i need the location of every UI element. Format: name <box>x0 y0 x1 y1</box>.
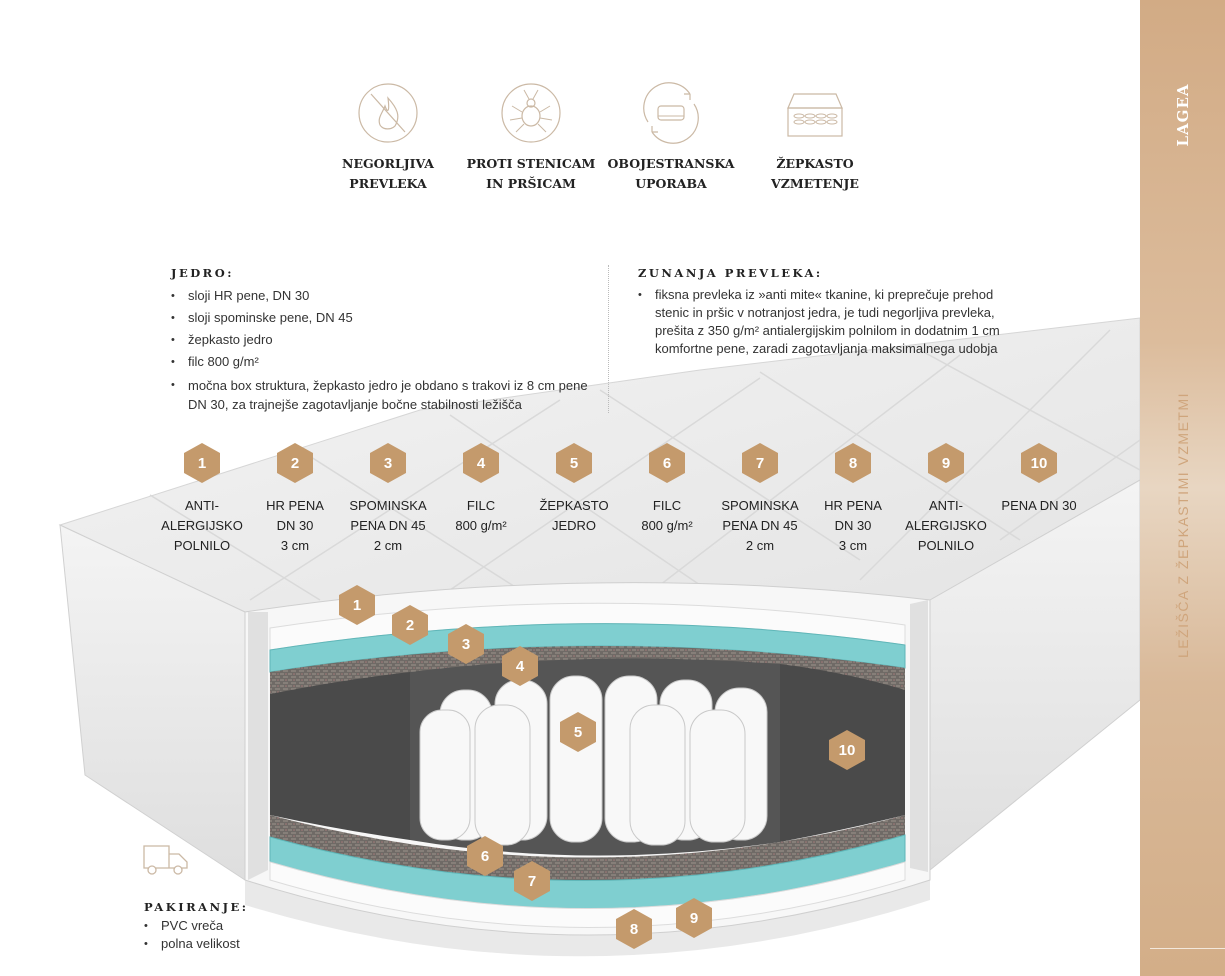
layer-label-line: 2 cm <box>373 538 403 553</box>
cutaway-layer-badge: 10 <box>829 730 865 770</box>
core-item: močna box struktura, žepkasto jedro je o… <box>171 376 601 414</box>
layer-label-line: DN 30 <box>834 518 872 533</box>
layer-label-line: PENA DN 45 <box>350 518 426 533</box>
core-item: sloji HR pene, DN 30 <box>171 285 601 307</box>
sidebar-rule <box>1150 948 1225 949</box>
layer-label: FILC 800 g/m² <box>617 496 717 536</box>
layer-label-line: ANTI- <box>929 498 963 513</box>
layer-label-line: JEDRO <box>551 518 597 533</box>
layer-label: PENA DN 30 <box>989 496 1089 516</box>
feature-anti-mite: PROTI STENICAM IN PRŠICAM <box>456 82 606 194</box>
packaging-item: polna velikost <box>144 935 344 953</box>
packaging-section: PAKIRANJE: PVC vreča polna velikost <box>144 900 344 953</box>
layer-label-line: ŽEPKASTO <box>539 498 609 513</box>
sidebar: LAGEA LEŽIŠČA Z ŽEPKASTIMI VZMETMI <box>1140 0 1225 976</box>
layer-foam-box-left <box>270 672 410 840</box>
cutaway-layer-badge: 8 <box>616 909 652 949</box>
layer-label-line: POLNILO <box>173 538 231 553</box>
layer-label: SPOMINSKA PENA DN 45 2 cm <box>338 496 438 556</box>
layer-label-line: FILC <box>466 498 496 513</box>
feature-label: ŽEPKASTO VZMETENJE <box>740 154 890 194</box>
feature-two-sided: OBOJESTRANSKA UPORABA <box>596 82 746 194</box>
cutaway-layer-badge: 4 <box>502 646 538 686</box>
feature-label-line: UPORABA <box>635 176 707 191</box>
layer-label-line: FILC <box>652 498 682 513</box>
feature-fire-resistant: NEGORLJIVA PREVLEKA <box>313 82 463 194</box>
section-title: LEŽIŠČA Z ŽEPKASTIMI VZMETMI <box>1175 391 1191 659</box>
layer-label-line: SPOMINSKA <box>721 498 799 513</box>
feature-label-line: ŽEPKASTO <box>776 156 854 171</box>
core-section: JEDRO: sloji HR pene, DN 30 sloji spomin… <box>171 266 601 414</box>
packaging-item: PVC vreča <box>144 917 344 935</box>
feature-pocket-springs: ŽEPKASTO VZMETENJE <box>740 82 890 194</box>
layer-label-line: POLNILO <box>917 538 975 553</box>
cutaway-layer-badge: 6 <box>467 836 503 876</box>
cover-item: fiksna prevleka iz »anti mite« tkanine, … <box>638 286 1028 358</box>
core-heading: JEDRO: <box>171 266 234 280</box>
cover-section: ZUNANJA PREVLEKA: fiksna prevleka iz »an… <box>638 266 1028 358</box>
pocket-springs-icon <box>787 93 843 137</box>
cutaway-layer-badge: 5 <box>560 712 596 752</box>
layer-label: ANTI- ALERGIJSKO POLNILO <box>152 496 252 556</box>
layer-label: HR PENA DN 30 3 cm <box>803 496 903 556</box>
layer-label-line: 800 g/m² <box>455 518 507 533</box>
mattress-front-bottom <box>245 870 930 957</box>
layer-label-line: 3 cm <box>280 538 310 553</box>
cutaway-layer-badge: 1 <box>339 585 375 625</box>
layer-label-line: DN 30 <box>276 518 314 533</box>
layer-label-line: PENA DN 30 <box>1001 498 1077 513</box>
cutaway-layer-badge: 3 <box>448 624 484 664</box>
cutaway-layer-badge: 2 <box>392 605 428 645</box>
feature-label-line: PROTI STENICAM <box>466 156 596 171</box>
layer-felt-top <box>270 645 905 694</box>
layer-label-line: SPOMINSKA <box>349 498 427 513</box>
core-item: sloji spominske pene, DN 45 <box>171 307 601 329</box>
feature-label: OBOJESTRANSKA UPORABA <box>596 154 746 194</box>
layer-label: FILC 800 g/m² <box>431 496 531 536</box>
packaging-heading: PAKIRANJE: <box>144 900 249 914</box>
section-divider <box>608 265 609 413</box>
layer-label-line: ALERGIJSKO <box>905 518 987 533</box>
brand-logo: LAGEA <box>1174 83 1192 147</box>
layer-label-line: HR PENA <box>824 498 882 513</box>
feature-label-line: VZMETENJE <box>771 176 859 191</box>
layer-label-line: ANTI- <box>185 498 219 513</box>
anti-mite-icon <box>501 83 561 143</box>
quilting-seams <box>149 329 1140 601</box>
layer-label-line: ALERGIJSKO <box>161 518 243 533</box>
feature-label-line: NEGORLJIVA <box>342 156 434 171</box>
feature-label-line: OBOJESTRANSKA <box>607 156 735 171</box>
layer-label-line: HR PENA <box>266 498 324 513</box>
layer-hr-foam-bottom <box>269 861 906 928</box>
core-item: žepkasto jedro <box>171 329 601 351</box>
core-item: filc 800 g/m² <box>171 351 601 373</box>
fire-resistant-icon <box>358 83 418 143</box>
feature-label: PROTI STENICAM IN PRŠICAM <box>456 154 606 194</box>
layer-label: ANTI- ALERGIJSKO POLNILO <box>896 496 996 556</box>
layer-felt-bottom <box>270 815 905 881</box>
cover-heading: ZUNANJA PREVLEKA: <box>638 266 823 280</box>
feature-label: NEGORLJIVA PREVLEKA <box>313 154 463 194</box>
layer-label-line: 3 cm <box>838 538 868 553</box>
layer-label-line: PENA DN 45 <box>722 518 798 533</box>
two-sided-icon <box>643 82 699 144</box>
layer-label: ŽEPKASTO JEDRO <box>524 496 624 536</box>
packaging-list: PVC vreča polna velikost <box>144 917 344 953</box>
layer-label-line: 2 cm <box>745 538 775 553</box>
core-list: sloji HR pene, DN 30 sloji spominske pen… <box>171 285 601 414</box>
layer-label: HR PENA DN 30 3 cm <box>245 496 345 556</box>
cutaway-layer-badge: 7 <box>514 861 550 901</box>
cutaway-layer-badge: 9 <box>676 898 712 938</box>
truck-icon <box>143 845 188 875</box>
feature-label-line: IN PRŠICAM <box>486 176 576 191</box>
pocket-springs <box>419 675 768 846</box>
layer-label: SPOMINSKA PENA DN 45 2 cm <box>710 496 810 556</box>
cover-list: fiksna prevleka iz »anti mite« tkanine, … <box>638 286 1028 358</box>
layer-label-line: 800 g/m² <box>641 518 693 533</box>
feature-label-line: PREVLEKA <box>349 176 427 191</box>
mattress-cutaway-illustration <box>58 317 1140 957</box>
